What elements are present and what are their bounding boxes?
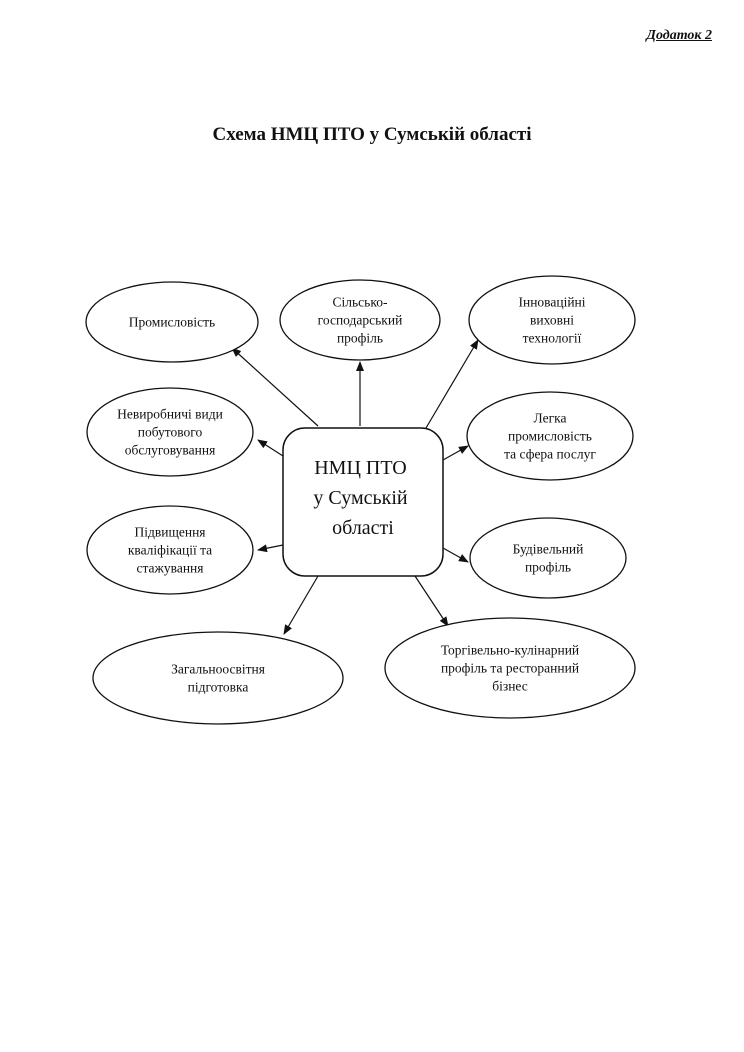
node-agriculture: Сільсько-господарський профіль — [279, 279, 441, 361]
satellite-nodes: Промисловість Сільсько-господарський профі… — [85, 275, 636, 725]
arrow-to-innovative-tech — [425, 339, 479, 429]
node-label-line: Торгівельно-кулінарний — [441, 643, 579, 658]
node-label-line: побутового — [138, 425, 203, 440]
arrow-to-light-industry — [442, 445, 469, 461]
node-label-line: бізнес — [492, 679, 528, 694]
node-ellipse — [279, 279, 441, 361]
node-ellipse — [85, 281, 259, 363]
arrow-to-general-education — [283, 575, 319, 635]
node-trade-culinary: Торгівельно-кулінарний профіль та рестора… — [384, 617, 636, 719]
arrow-to-construction — [442, 547, 469, 563]
arrow-to-qualification — [257, 544, 284, 553]
node-qualification: Підвищення кваліфікації та стажування — [86, 505, 254, 595]
node-non-production-services: Невиробничі види побутового обслуговування — [86, 387, 254, 477]
node-innovative-tech: Інноваційні виховні технології — [468, 275, 636, 365]
node-label-line: Загальноосвітня — [171, 662, 265, 677]
node-light-industry: Легка промисловість та сфера послуг — [466, 391, 634, 481]
node-label-line: Інноваційні — [518, 295, 585, 310]
node-ellipse — [86, 387, 254, 477]
node-label-line: підготовка — [188, 680, 249, 695]
center-node-line: у Сумській — [313, 487, 408, 509]
node-label-line: Невиробничі види — [117, 407, 223, 422]
appendix-label: Додаток 2 — [646, 28, 712, 43]
node-ellipse — [92, 631, 344, 725]
arrow-to-non-production-services — [257, 439, 284, 457]
center-node-line: області — [332, 517, 394, 539]
node-label-line: профіль — [525, 560, 571, 575]
node-label-line: та сфера послуг — [504, 447, 596, 462]
node-label-line: кваліфікації та — [128, 543, 212, 558]
node-ellipse — [86, 505, 254, 595]
node-ellipse — [469, 517, 627, 599]
center-node-line: НМЦ ПТО — [314, 457, 407, 479]
node-label-line: промисловість — [508, 429, 592, 444]
node-label-line: технології — [523, 331, 582, 346]
arrow-to-industry — [231, 347, 319, 427]
node-general-education: Загальноосвітня підготовка — [92, 631, 344, 725]
node-label-line: Легка — [534, 411, 567, 426]
svg-text:НМЦ ПТО у Сумській: НМЦ ПТО у Сумській області — [313, 457, 412, 539]
connector-arrows — [231, 339, 479, 635]
center-node: НМЦ ПТО у Сумській області — [282, 427, 444, 577]
node-label-line: господарський — [318, 313, 403, 328]
center-node-box — [282, 427, 444, 577]
arrow-to-trade-culinary — [414, 575, 449, 627]
node-ellipse — [468, 275, 636, 365]
node-ellipse — [384, 617, 636, 719]
node-label-line: Підвищення — [134, 525, 205, 540]
node-label-line: профіль та ресторанний — [441, 661, 579, 676]
node-label-line: обслуговування — [125, 443, 216, 458]
node-construction: Будівельний профіль — [469, 517, 627, 599]
node-label-line: профіль — [337, 331, 383, 346]
node-label-line: виховні — [530, 313, 574, 328]
node-label-line: стажування — [137, 561, 204, 576]
node-label-line: Будівельний — [513, 542, 584, 557]
diagram-title: Схема НМЦ ПТО у Сумській області — [212, 124, 532, 145]
node-label-line: Промисловість — [129, 315, 215, 330]
node-industry: Промисловість — [85, 281, 259, 363]
node-label-line: Сільсько- — [333, 295, 388, 310]
svg-text:Промисловість: Промисловість — [129, 315, 215, 330]
node-ellipse — [466, 391, 634, 481]
